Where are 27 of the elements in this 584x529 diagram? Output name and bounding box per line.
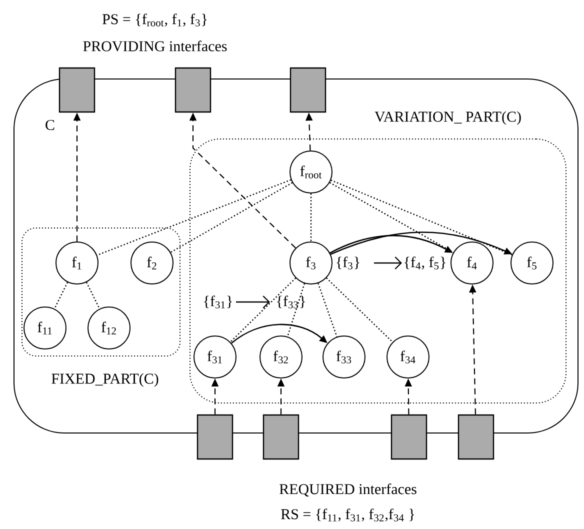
connector-line (330, 180, 512, 256)
connector-line (170, 182, 293, 253)
interface-port (174, 67, 212, 113)
interface-port (58, 67, 96, 113)
interface-port (196, 414, 234, 460)
annotation-text: PS = {f$_{root}$, f$_{1}$, f$_{3}$} (102, 14, 207, 26)
annotation-text: {f$_{3}$} (336, 256, 360, 270)
connector-line (230, 278, 296, 342)
annotation-text: {f$_{31}$} (204, 296, 232, 308)
interface-port (290, 67, 326, 113)
annotation-text: {f$_{4}$, f$_{5}$} (404, 256, 446, 270)
connector-line (54, 282, 68, 309)
connector-line (326, 278, 393, 342)
annotation-text: PROVIDING interfaces (83, 40, 227, 52)
annotation-text: {f$_{33}$} (277, 296, 305, 308)
interface-port (262, 414, 300, 460)
interface-port (458, 414, 494, 460)
annotation-text: RS = {f$_{11}$, f$_{31}$, f$_{32}$,f$_{34}$ } (281, 508, 414, 522)
connector-line (86, 282, 100, 309)
interface-port (390, 414, 428, 460)
connector-line (318, 283, 338, 337)
connector-line (286, 283, 306, 337)
connector-line (310, 194, 312, 242)
connector-line (96, 179, 292, 256)
annotation-text: REQUIRED interfaces (280, 484, 416, 496)
node-label: VARIATION_ PART(C) (374, 111, 521, 125)
node-label: FIXED_PART(C) (52, 373, 158, 387)
